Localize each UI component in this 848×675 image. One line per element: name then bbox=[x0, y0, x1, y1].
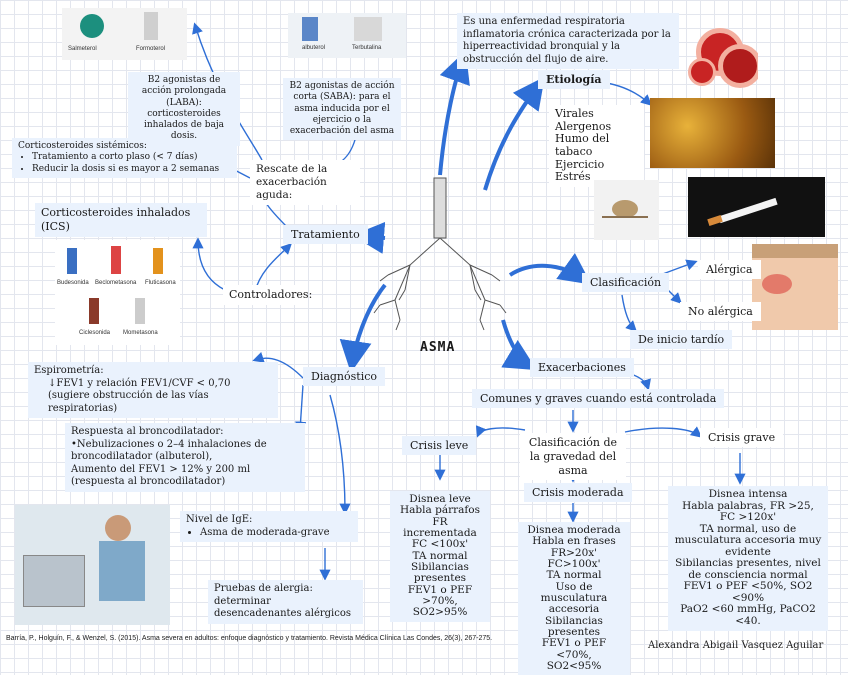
crisis-leve-item: Habla párrafos bbox=[400, 504, 480, 517]
laba-drugs-image: Salmeterol Formoterol bbox=[62, 8, 187, 60]
crisis-grave-item: FEV1 o PEF <50%, SO2 <90% bbox=[683, 580, 813, 604]
crisis-leve-item: TA normal bbox=[412, 549, 468, 562]
crisis-moderada-item: Sibilancias presentes bbox=[545, 614, 603, 638]
alergia-box: Pruebas de alergia: determinar desencade… bbox=[208, 580, 363, 624]
laba-box: B2 agonistas de acción prolongada (LABA)… bbox=[128, 72, 240, 146]
clasificacion-gravedad: Clasificación de la gravedad del asma bbox=[520, 433, 626, 481]
etiologia-item: Estrés bbox=[555, 170, 591, 184]
citation: Barría, P., Holguín, F., & Wenzel, S. (2… bbox=[6, 635, 493, 642]
espirometria-text: ↓FEV1 y relación FEV1/CVF < 0,70 (sugier… bbox=[48, 377, 231, 414]
crisis-grave-title: Crisis grave bbox=[700, 428, 784, 447]
crisis-leve-item: FEV1 o PEF >70%, bbox=[407, 583, 473, 607]
crisis-leve-item: Sibilancias presentes bbox=[411, 560, 469, 585]
exacerbaciones-title: Exacerbaciones bbox=[530, 358, 634, 377]
drug-label: Ciclesonida bbox=[79, 330, 111, 336]
clasificacion-no-alergica: No alérgica bbox=[680, 302, 761, 321]
crisis-grave-item: FC >120x' bbox=[719, 511, 777, 524]
crisis-leve-title: Crisis leve bbox=[402, 436, 477, 455]
ige-title: Nivel de IgE: bbox=[186, 514, 253, 525]
etiologia-title: Etiología bbox=[538, 70, 610, 89]
exacerbaciones-comunes: Comunes y graves cuando está controlada bbox=[472, 389, 725, 408]
definition-box: Es una enfermedad respiratoria inflamato… bbox=[457, 13, 679, 69]
dust-mite-image bbox=[594, 180, 659, 240]
espirometria-box: Espirometría: ↓FEV1 y relación FEV1/CVF … bbox=[28, 362, 278, 418]
cigarette-image bbox=[688, 177, 825, 237]
etiologia-item: Humo del tabaco bbox=[555, 132, 610, 158]
crisis-moderada-title: Crisis moderada bbox=[524, 483, 632, 502]
crisis-grave-item: Sibilancias presentes, nivel de conscien… bbox=[675, 557, 821, 581]
tratamiento-title: Tratamiento bbox=[283, 225, 368, 244]
clasificacion-alergica: Alérgica bbox=[698, 260, 761, 279]
crisis-leve-item: FR incrementada bbox=[403, 515, 477, 539]
ige-item: Asma de moderada-grave bbox=[200, 527, 352, 540]
saba-box: B2 agonistas de acción corta (SABA): par… bbox=[283, 78, 401, 141]
crisis-grave-list: Disnea intensa Habla palabras, FR >25, F… bbox=[668, 486, 828, 631]
etiologia-item: Alergenos bbox=[555, 119, 612, 133]
pollen-image bbox=[650, 98, 775, 168]
crisis-moderada-item: FR>20x' bbox=[550, 546, 598, 559]
broncodilatador-box: Respuesta al broncodilatador: •Nebulizac… bbox=[65, 423, 305, 492]
ics-drugs-image: Budesonida Beclometasona Fluticasona Cic… bbox=[55, 240, 180, 345]
crisis-moderada-item: TA normal bbox=[546, 569, 602, 582]
etiologia-list: Virales Alergenos Humo del tabaco Ejerci… bbox=[549, 105, 644, 187]
rescate-label: Rescate de la exacerbación aguda: bbox=[250, 160, 360, 206]
ics-box: Corticosteroides inhalados (ICS) bbox=[35, 203, 207, 237]
crisis-grave-item: TA normal, uso de musculatura accesoria … bbox=[674, 522, 822, 558]
sistemicos-box: Corticosteroides sistémicos: Tratamiento… bbox=[12, 138, 237, 178]
etiologia-item: Ejercicio bbox=[555, 157, 605, 171]
saba-drugs-image: albuterol Terbutalina bbox=[288, 13, 406, 58]
crisis-moderada-item: Disnea moderada bbox=[527, 524, 621, 536]
sistemicos-item: Reducir la dosis si es mayor a 2 semanas bbox=[32, 164, 231, 175]
sistemicos-item: Tratamiento a corto plaso (< 7 días) bbox=[32, 152, 231, 163]
lungs-illustration bbox=[373, 177, 507, 331]
crisis-grave-item: PaO2 <60 mmHg, PaCO2 <40. bbox=[680, 603, 816, 628]
ige-box: Nivel de IgE: Asma de moderada-grave bbox=[180, 511, 358, 542]
crisis-leve-item: SO2>95% bbox=[412, 606, 468, 619]
drug-label: Budesonida bbox=[57, 280, 89, 286]
drug-label: Formoterol bbox=[136, 46, 166, 52]
drug-label: Terbutalina bbox=[352, 45, 382, 51]
diagnostico-title: Diagnóstico bbox=[303, 367, 386, 386]
broncodilatador-item: Aumento del FEV1 > 12% y 200 ml (respues… bbox=[71, 463, 251, 488]
clasificacion-tardio: De inicio tardío bbox=[630, 330, 733, 349]
crisis-leve-list: Disnea leve Habla párrafos FR incrementa… bbox=[390, 491, 490, 622]
drug-label: Mometasona bbox=[123, 330, 158, 336]
baby-rash-image bbox=[752, 244, 838, 330]
crisis-moderada-item: SO2<95% bbox=[546, 659, 602, 672]
sistemicos-title: Corticosteroides sistémicos: bbox=[18, 141, 147, 151]
crisis-leve-item: FC <100x' bbox=[411, 538, 469, 551]
center-title: ASMA bbox=[420, 340, 456, 355]
drug-label: Salmeterol bbox=[68, 46, 97, 52]
broncodilatador-item: •Nebulizaciones o 2–4 inhalaciones de br… bbox=[71, 438, 267, 463]
spirometry-image bbox=[15, 505, 170, 625]
drug-label: Fluticasona bbox=[145, 280, 176, 286]
crisis-grave-item: Disnea intensa bbox=[708, 488, 788, 500]
etiologia-item: Virales bbox=[555, 107, 594, 120]
crisis-grave-item: Habla palabras, FR >25, bbox=[682, 499, 814, 512]
drug-label: Beclometasona bbox=[95, 280, 137, 286]
crisis-moderada-list: Disnea moderada Habla en frases FR>20x' … bbox=[518, 522, 630, 675]
controladores-label: Controladores: bbox=[223, 285, 312, 305]
author: Alexandra Abigail Vasquez Aguilar bbox=[648, 640, 824, 651]
broncodilatador-title: Respuesta al broncodilatador: bbox=[71, 426, 224, 437]
crisis-moderada-item: FC>100x' bbox=[547, 557, 601, 570]
drug-label: albuterol bbox=[302, 45, 326, 51]
crisis-leve-item: Disnea leve bbox=[409, 493, 471, 505]
connector-lines bbox=[192, 22, 746, 581]
clasificacion-title: Clasificación bbox=[582, 273, 670, 292]
inflamed-bronchi-image bbox=[688, 18, 758, 88]
crisis-moderada-item: Uso de musculatura accesoria bbox=[540, 580, 608, 616]
espirometria-title: Espirometría: bbox=[34, 365, 104, 376]
crisis-moderada-item: Habla en frases bbox=[532, 535, 616, 548]
